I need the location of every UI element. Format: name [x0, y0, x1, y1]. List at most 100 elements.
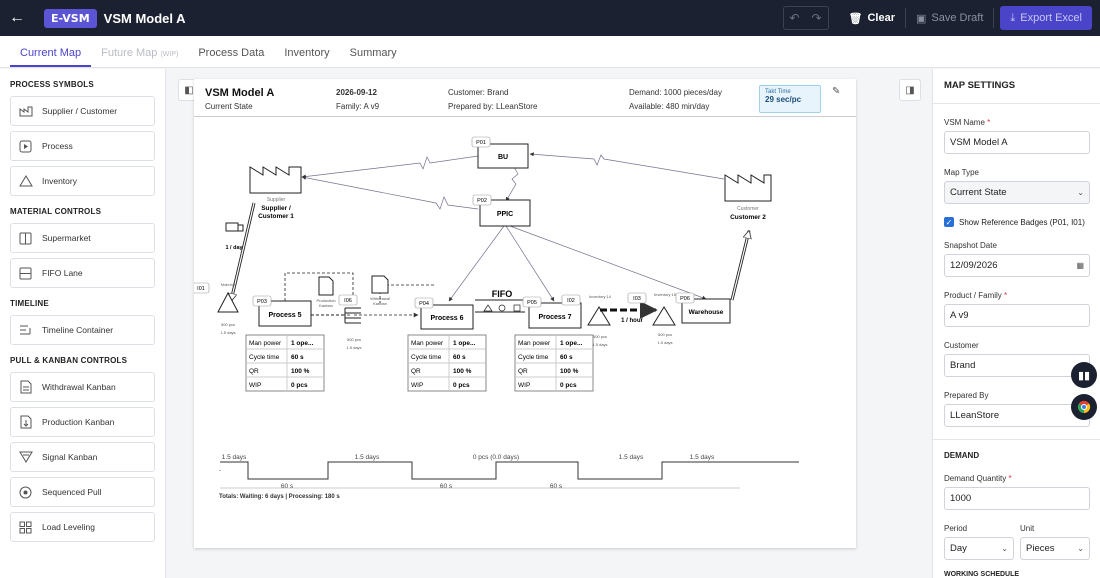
palette-fifo-lane[interactable]: FIFO Lane [10, 258, 155, 288]
undo-icon[interactable]: ↶ [789, 11, 800, 25]
redo-icon[interactable]: ↷ [811, 11, 822, 25]
customer-factory-icon [724, 174, 772, 202]
i06-days: 1.5 days [346, 345, 361, 350]
p6-row-label: QR [411, 368, 421, 375]
calendar-icon: ▦ [1076, 261, 1084, 270]
timeline-wait-label: 1.5 days [355, 454, 380, 461]
palette-production-kanban[interactable]: Production Kanban [10, 407, 155, 437]
timeline-process-label: 60 s [550, 483, 563, 490]
palette-withdrawal-kanban[interactable]: Withdrawal Kanban [10, 372, 155, 402]
clear-label: Clear [867, 12, 895, 24]
takt-value: 29 sec/pc [765, 95, 802, 104]
hour-frequency-label: 1 / hour [621, 318, 643, 324]
p6-row-value: 1 ope... [453, 340, 476, 347]
chevron-down-icon: ⌄ [1001, 544, 1008, 553]
map-type-label: Map Type [944, 168, 979, 177]
palette-supplier-customer[interactable]: Supplier / Customer [10, 96, 155, 126]
customer-to-bu-line [529, 152, 725, 180]
timeline-dash: - [219, 467, 221, 474]
prepared-input[interactable]: LLeanStore [944, 404, 1090, 427]
settings-title: Map Settings [944, 80, 1016, 91]
inv14-pcs: 500 pcs [593, 334, 607, 339]
tab-future-map[interactable]: Future Map (WIP) [101, 47, 179, 59]
map-date: 2026-09-12 [336, 88, 377, 97]
tab-process-data[interactable]: Process Data [198, 47, 265, 59]
bu-to-supplier-line [301, 155, 479, 179]
palette-process[interactable]: Process [10, 131, 155, 161]
i06-pcs: 500 pcs [347, 337, 361, 342]
inventory-14-icon [587, 306, 611, 326]
back-arrow-icon[interactable]: ← [9, 9, 25, 26]
book-icon[interactable]: ▮▮ [1071, 362, 1097, 388]
inv15-days: 1.5 days [657, 340, 672, 345]
collapse-right-panel-icon[interactable]: ◨ [899, 79, 921, 101]
timeline-process-label: 60 s [281, 483, 294, 490]
process-6-data-box [407, 334, 487, 392]
p6-row-label: WIP [411, 382, 423, 389]
p6-row-value: 60 s [453, 354, 466, 361]
p5-row-value: 60 s [291, 354, 304, 361]
export-label: Export Excel [1020, 12, 1082, 24]
supplier-label: Supplier / [261, 205, 291, 212]
palette-load-leveling[interactable]: Load Leveling [10, 512, 155, 542]
production-kanban-caption: Production [316, 298, 335, 303]
palette-sequenced-pull[interactable]: Sequenced Pull [10, 477, 155, 507]
inv14-days: 1.5 days [592, 342, 607, 347]
tab-current-map[interactable]: Current Map [10, 36, 92, 67]
supplier-caption: Supplier [267, 197, 286, 203]
p7-row-label: Man power [518, 340, 551, 347]
tab-summary[interactable]: Summary [349, 47, 397, 59]
period-select[interactable]: Day⌄ [944, 537, 1014, 560]
tab-inventory[interactable]: Inventory [284, 47, 330, 59]
ppic-to-p6-line [448, 225, 505, 302]
map-available: Available: 480 min/day [629, 102, 710, 111]
badge-p06: P06 [680, 296, 690, 302]
customer-input[interactable]: Brand [944, 354, 1090, 377]
working-schedule-title: Working Schedule [944, 571, 1020, 578]
snapshot-label: Snapshot Date [944, 241, 997, 250]
map-title: VSM Model A [205, 87, 275, 99]
palette-inventory[interactable]: Inventory [10, 166, 155, 196]
takt-label: Takt Time [765, 89, 791, 95]
trash-icon: 🗑 [848, 12, 863, 25]
customer-caption: Customer [737, 206, 759, 212]
clear-button[interactable]: 🗑 Clear [839, 6, 906, 30]
product-input[interactable]: A v9 [944, 304, 1090, 327]
production-kanban-icon [318, 276, 334, 296]
production-kanban-caption-2: Kanban [319, 303, 333, 308]
inventory-14-caption: Inventory 14 [589, 294, 612, 299]
snapshot-date-input[interactable]: 12/09/2026▦ [944, 254, 1090, 277]
process-6-label: Process 6 [430, 315, 463, 322]
material-caption: Material [221, 282, 235, 287]
p7-row-label: Cycle time [518, 354, 549, 361]
edit-pencil-icon[interactable]: ✎ [832, 86, 841, 97]
vsm-name-input[interactable]: VSM Model A [944, 131, 1090, 154]
inv15-pcs: 500 pcs [658, 332, 672, 337]
palette-supermarket[interactable]: Supermarket [10, 223, 155, 253]
section-process-symbols: Process Symbols [10, 80, 94, 89]
chrome-icon[interactable] [1071, 394, 1097, 420]
tab-bar: Current Map Future Map (WIP) Process Dat… [0, 36, 1100, 68]
badge-i06: I06 [344, 298, 352, 304]
warehouse-label: Warehouse [689, 309, 724, 316]
show-badges-checkbox[interactable]: ✓Show Reference Badges (P01, I01) [944, 217, 1085, 227]
demand-qty-input[interactable]: 1000 [944, 487, 1090, 510]
badge-p05: P05 [527, 300, 537, 306]
p7-row-label: QR [518, 368, 528, 375]
palette-timeline-container[interactable]: Timeline Container [10, 315, 155, 345]
map-demand: Demand: 1000 pieces/day [629, 88, 722, 97]
save-draft-button[interactable]: ▣Save Draft [906, 6, 993, 30]
p7-row-label: WIP [518, 382, 530, 389]
app-badge: E-VSM [44, 8, 97, 28]
palette-signal-kanban[interactable]: Signal Kanban [10, 442, 155, 472]
vsm-sheet: VSM Model A Current State 2026-09-12 Fam… [194, 79, 856, 548]
unit-select[interactable]: Pieces⌄ [1020, 537, 1090, 560]
export-excel-button[interactable]: ⤓Export Excel [1000, 6, 1092, 30]
timeline-line [220, 461, 799, 480]
i01-pcs: 500 pcs [221, 322, 235, 327]
p5-row-label: QR [249, 368, 259, 375]
withdrawal-kanban-caption: Withdrawal [370, 296, 390, 301]
ppic-to-p7-line [505, 225, 555, 302]
map-type-select[interactable]: Current State⌄ [944, 181, 1090, 204]
factory-icon [18, 104, 33, 119]
